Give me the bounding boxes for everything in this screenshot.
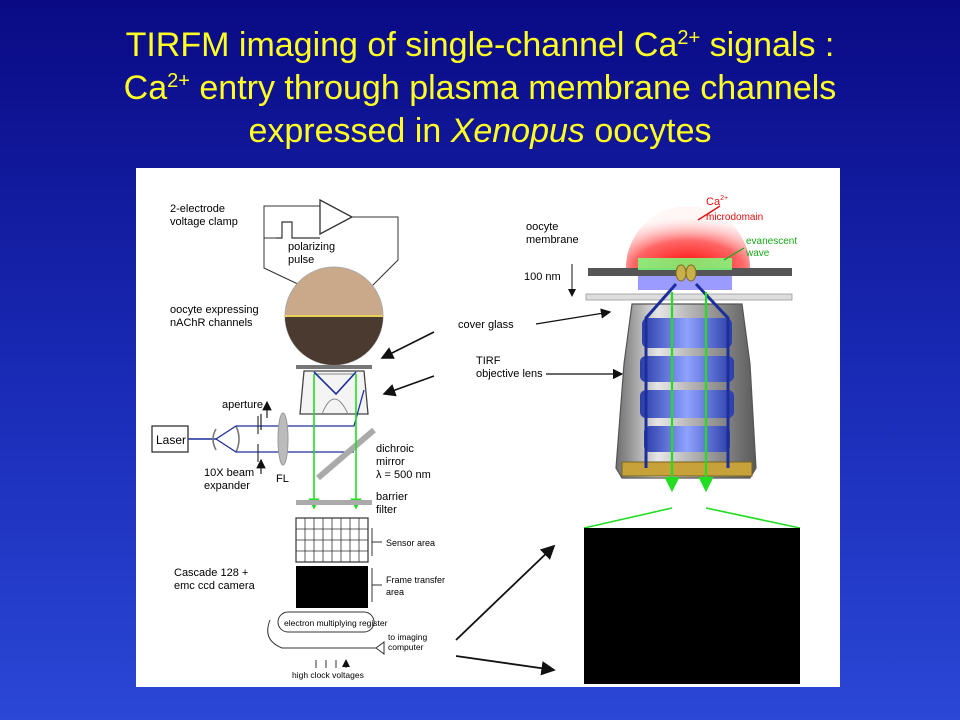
- svg-text:2-electrode: 2-electrode: [170, 203, 225, 215]
- svg-text:barrier: barrier: [376, 491, 408, 503]
- emission-beams-left: [308, 374, 362, 510]
- oocyte: oocyte expressing nAChR channels: [170, 266, 384, 366]
- svg-text:10X beam: 10X beam: [204, 467, 254, 479]
- svg-text:oocyte expressing: oocyte expressing: [170, 304, 259, 316]
- svg-text:cover glass: cover glass: [458, 319, 514, 331]
- svg-text:Frame transfer: Frame transfer: [386, 575, 445, 585]
- svg-text:filter: filter: [376, 504, 397, 516]
- svg-text:membrane: membrane: [526, 234, 579, 246]
- svg-text:voltage clamp: voltage clamp: [170, 216, 238, 228]
- svg-text:λ = 500 nm: λ = 500 nm: [376, 469, 431, 481]
- membrane-layer: oocyte membrane evanescent wave 100 nm c…: [458, 221, 797, 380]
- svg-text:expander: expander: [204, 480, 250, 492]
- svg-text:nAChR channels: nAChR channels: [170, 317, 253, 329]
- connector-arrows: [380, 331, 556, 676]
- svg-text:to imaging: to imaging: [388, 632, 427, 642]
- svg-text:Sensor area: Sensor area: [386, 538, 435, 548]
- svg-text:dichroic: dichroic: [376, 443, 414, 455]
- svg-text:FL: FL: [276, 473, 289, 485]
- svg-text:electron multiplying register: electron multiplying register: [284, 618, 388, 628]
- svg-text:computer: computer: [388, 642, 424, 652]
- pulse-waveform: [276, 221, 320, 239]
- title-line-2: Ca2+ entry through plasma membrane chann…: [123, 69, 837, 107]
- svg-text:microdomain: microdomain: [706, 212, 763, 223]
- output-amplifier: [368, 641, 385, 655]
- frame-transfer-area: [296, 566, 368, 608]
- title-line-3: expressed in Xenopus oocytes: [248, 112, 712, 150]
- svg-text:pulse: pulse: [288, 254, 314, 266]
- svg-text:high clock voltages: high clock voltages: [292, 670, 364, 680]
- voltage-clamp: 2-electrode voltage clamp polarizing pul…: [170, 198, 399, 287]
- diagram-panel: 2-electrode voltage clamp polarizing pul…: [136, 168, 840, 687]
- svg-text:polarizing: polarizing: [288, 241, 335, 253]
- svg-text:Laser: Laser: [156, 433, 186, 447]
- em-register: electron multiplying register high clock…: [267, 611, 388, 680]
- svg-text:100 nm: 100 nm: [524, 271, 561, 283]
- tirf-objective-lens: [615, 282, 757, 493]
- ca-microdomain: Ca2+ microdomain: [626, 195, 763, 268]
- ccd-camera: Sensor area Frame transfer area Cascade …: [174, 517, 445, 680]
- svg-text:Cascade 128 +: Cascade 128 +: [174, 567, 248, 579]
- amplifier-icon: [319, 198, 354, 236]
- objective-left: [296, 365, 372, 415]
- svg-text:wave: wave: [745, 248, 770, 259]
- projection-lines: [583, 507, 801, 529]
- dichroic-mirror: dichroic mirror λ = 500 nm: [316, 427, 431, 481]
- cover-glass: [585, 293, 793, 301]
- tirf-diagram: 2-electrode voltage clamp polarizing pul…: [151, 195, 801, 684]
- svg-text:mirror: mirror: [376, 456, 405, 468]
- svg-text:aperture: aperture: [222, 399, 263, 411]
- svg-text:area: area: [386, 587, 404, 597]
- sensor-grid: [295, 517, 369, 563]
- beam-expander: [212, 425, 240, 453]
- lens-collar: [621, 461, 753, 477]
- electrode-left: [263, 238, 303, 287]
- svg-text:objective lens: objective lens: [476, 368, 543, 380]
- svg-text:evanescent: evanescent: [746, 236, 797, 247]
- ccd-image-frame: [584, 528, 800, 684]
- focusing-lens: [277, 412, 289, 466]
- barrier-filter: barrier filter: [296, 491, 408, 516]
- evanescent-wave: [638, 258, 732, 270]
- laser-path: Laser aperture 10X beam expander FL: [151, 389, 365, 492]
- title-line-1: TIRFM imaging of single-channel Ca2+ sig…: [125, 26, 835, 64]
- slide-title: TIRFM imaging of single-channel Ca2+ sig…: [0, 24, 960, 153]
- svg-text:emc ccd camera: emc ccd camera: [174, 580, 256, 592]
- svg-text:TIRF: TIRF: [476, 355, 501, 367]
- svg-text:oocyte: oocyte: [526, 221, 558, 233]
- ion-channel: [675, 264, 687, 282]
- ca-label: Ca2+: [706, 195, 728, 208]
- electrode-right: [371, 250, 399, 287]
